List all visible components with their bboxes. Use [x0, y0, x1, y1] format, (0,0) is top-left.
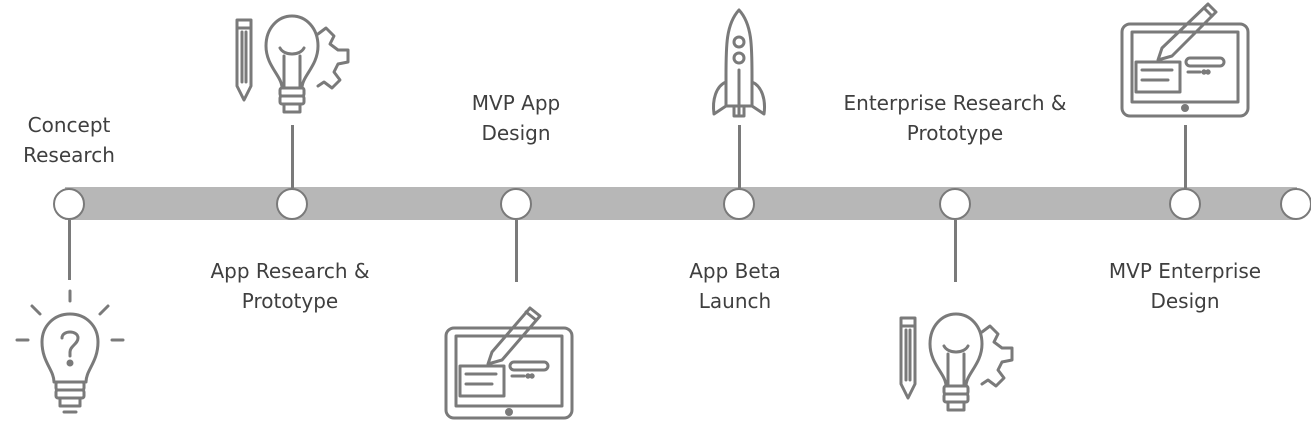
timeline-bar	[65, 187, 1297, 220]
milestone-label: App Research &Prototype	[210, 259, 370, 313]
timeline-end-node	[1280, 188, 1311, 220]
timeline-node	[500, 188, 532, 220]
tablet-pencil-icon	[442, 300, 576, 421]
connector-line	[514, 220, 518, 282]
connector-line	[1183, 125, 1187, 188]
milestone-label: Enterprise Research &Prototype	[843, 91, 1067, 145]
timeline-node	[723, 188, 755, 220]
timeline-node	[1169, 188, 1201, 220]
connector-line	[67, 220, 71, 280]
timeline-node	[939, 188, 971, 220]
connector-line	[290, 125, 294, 188]
timeline-node	[53, 188, 85, 220]
connector-line	[953, 220, 957, 282]
question-lightbulb-icon	[14, 286, 126, 420]
connector-line	[737, 125, 741, 188]
lightbulb-pencil-gear-icon	[232, 8, 354, 120]
rocket-icon	[706, 6, 772, 122]
lightbulb-pencil-gear-icon	[896, 306, 1018, 418]
tablet-pencil-icon	[1118, 0, 1252, 121]
timeline-node	[276, 188, 308, 220]
